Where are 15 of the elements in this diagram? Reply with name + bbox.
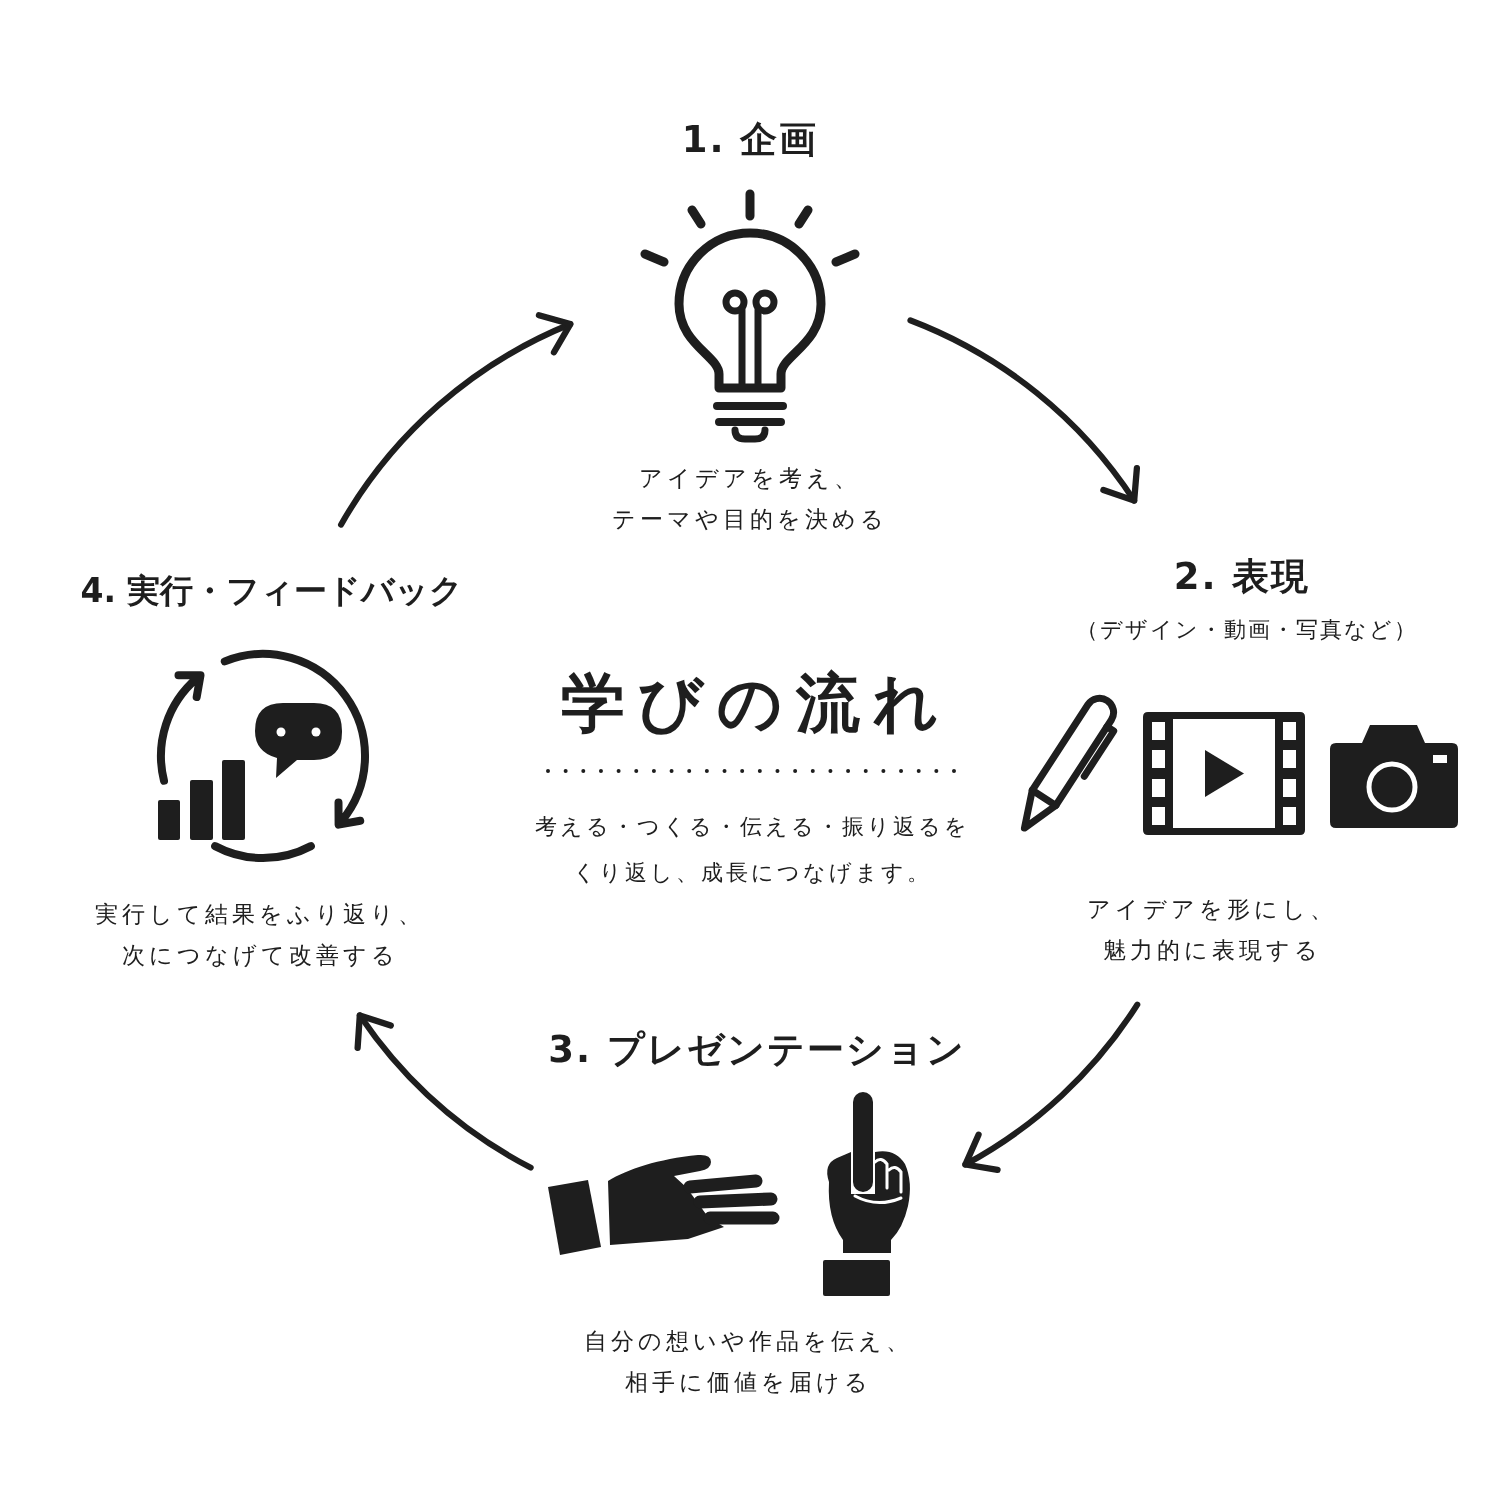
diagram-title: 学びの流れ bbox=[560, 666, 952, 740]
cycle-arrow bbox=[338, 313, 574, 528]
step-description: アイデアを考え、テーマや目的を決める bbox=[611, 464, 889, 534]
step-title: 3. プレゼンテーション bbox=[548, 1027, 966, 1073]
cycle-arrow bbox=[962, 1001, 1141, 1171]
step-description: アイデアを形にし、魅力的に表現する bbox=[1086, 895, 1338, 965]
step-description: 実行して結果をふり返り、次につなげて改善する bbox=[94, 900, 426, 970]
step-title: 4. 実行・フィードバック bbox=[80, 570, 464, 612]
cycle-arrow bbox=[907, 317, 1138, 504]
step-title: 2. 表現 bbox=[1173, 554, 1311, 600]
step-description: 自分の想いや作品を伝え、相手に価値を届ける bbox=[582, 1327, 914, 1397]
summary-text: 考える・つくる・伝える・振り返るをくり返し、成長につなげます。 bbox=[533, 813, 971, 887]
cycle-arrow bbox=[356, 1012, 534, 1171]
step-title: 1. 企画 bbox=[681, 117, 819, 163]
step-subtitle: （デザイン・動画・写真など） bbox=[1076, 616, 1418, 644]
